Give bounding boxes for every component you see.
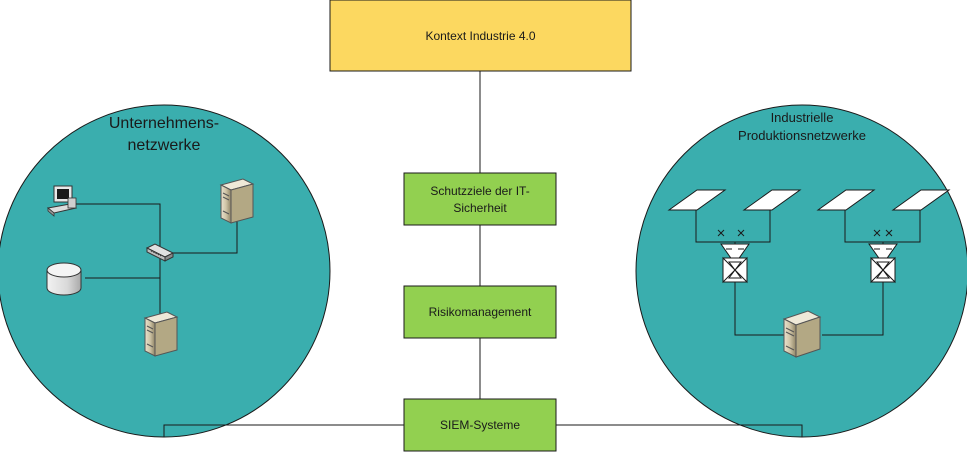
context-industry-box: Kontext Industrie 4.0 — [329, 0, 632, 72]
production-network-links — [695, 205, 921, 336]
enterprise-network-title-line2: netzwerke — [128, 137, 201, 154]
inverter-icon — [717, 229, 750, 284]
security-goals-box: Schutzziele der IT- Sicherheit — [403, 172, 557, 226]
context-industry-label: Kontext Industrie 4.0 — [425, 29, 535, 43]
solar-panel-icon — [667, 189, 727, 211]
desktop-computer-icon — [46, 185, 78, 217]
production-network-circle — [635, 104, 967, 438]
solar-panel-icon — [816, 189, 876, 211]
siem-systems-label: SIEM-Systeme — [440, 418, 520, 432]
production-network-title-line2: Produktionsnetzwerke — [738, 128, 866, 143]
server-icon — [143, 311, 179, 357]
server-icon — [219, 178, 255, 224]
backbone-connectors — [163, 71, 803, 437]
enterprise-network-title-line1: Unternehmens- — [109, 115, 219, 132]
network-switch-icon — [145, 243, 175, 262]
risk-management-box: Risikomanagement — [403, 285, 557, 339]
risk-management-label: Risikomanagement — [429, 305, 532, 319]
enterprise-network-links — [75, 203, 238, 315]
solar-panel-icon — [742, 189, 802, 211]
security-goals-label-line1: Schutzziele der IT- — [430, 184, 529, 198]
server-icon — [782, 310, 822, 358]
security-goals-label-line2: Sicherheit — [453, 201, 507, 215]
inverter-icon — [868, 229, 898, 284]
solar-panel-icon — [891, 189, 951, 211]
siem-systems-box: SIEM-Systeme — [403, 398, 557, 452]
database-disk-icon — [46, 262, 82, 296]
production-network-title-line1: Industrielle — [771, 110, 834, 125]
